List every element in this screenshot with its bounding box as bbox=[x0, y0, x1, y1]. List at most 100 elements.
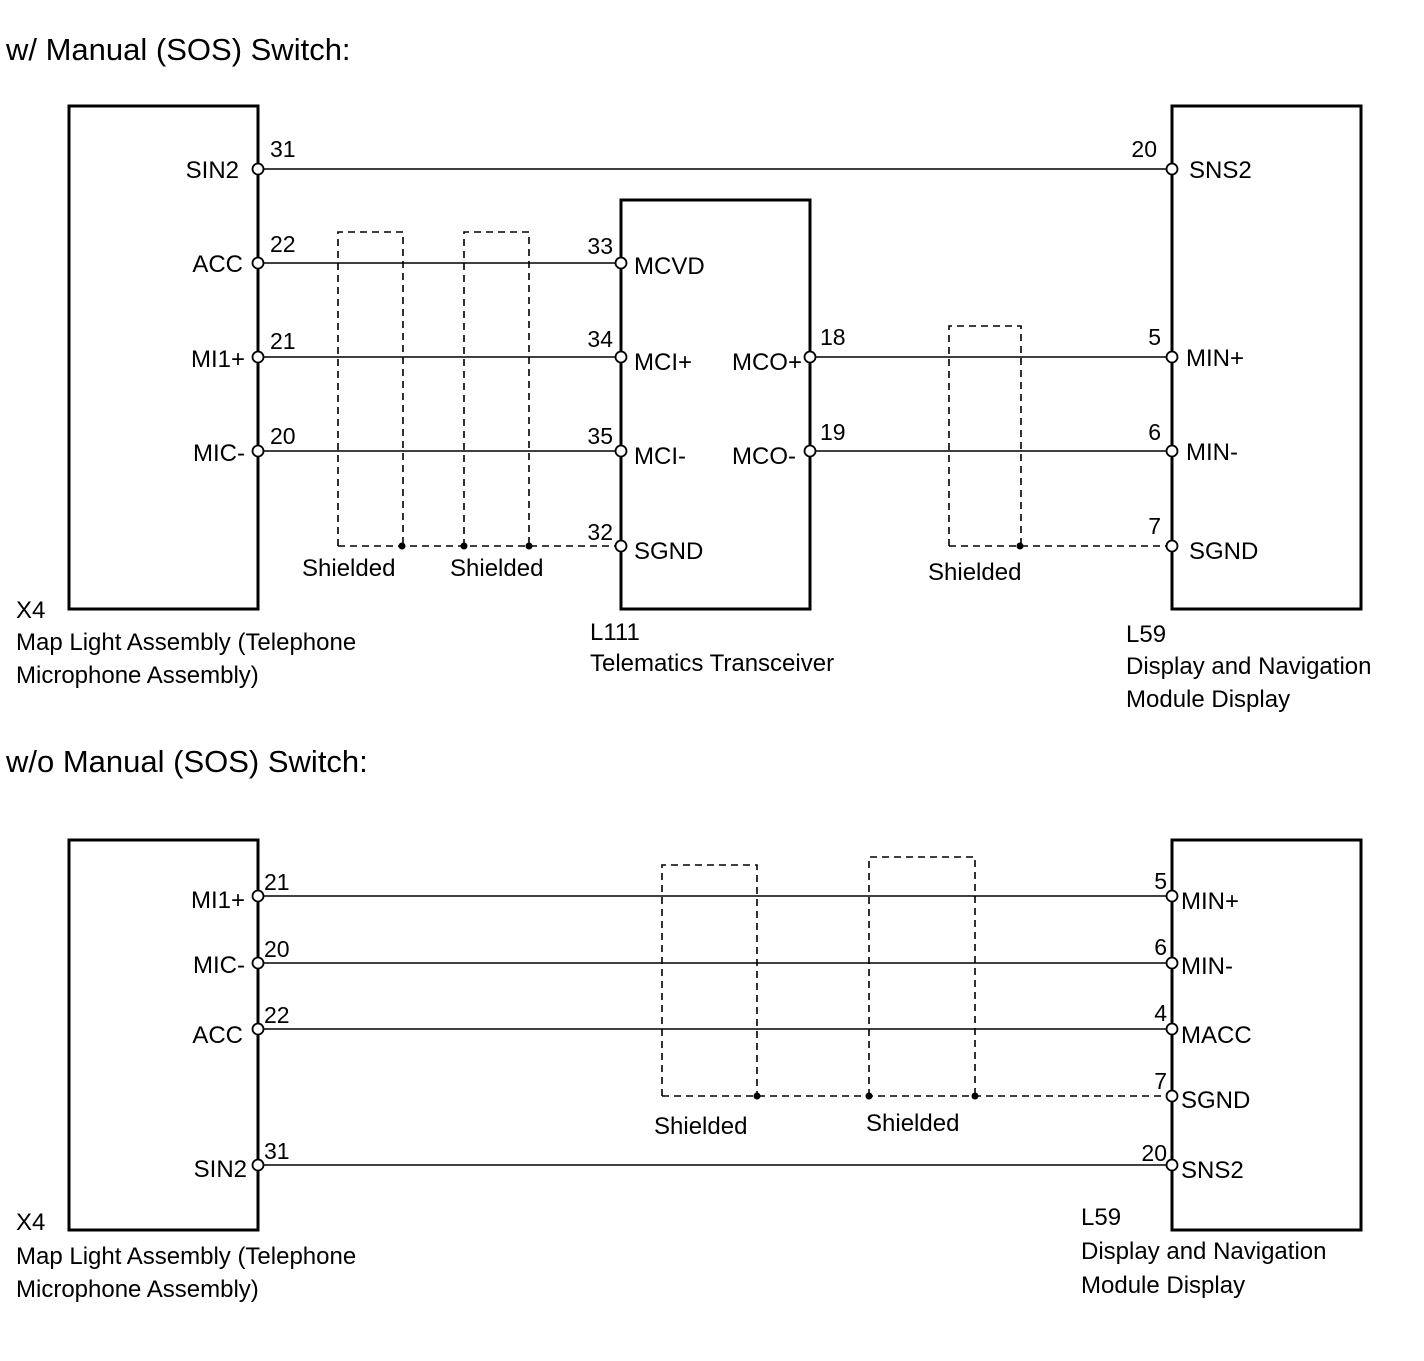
pin-number: 34 bbox=[587, 326, 613, 352]
pin-label: MIC- bbox=[193, 952, 245, 979]
pin-number: 5 bbox=[1154, 868, 1167, 894]
shield-label: Shielded bbox=[928, 559, 1021, 586]
pin-label: MCI- bbox=[634, 443, 686, 470]
splice-dot bbox=[753, 1092, 761, 1100]
pin-label: MIN+ bbox=[1181, 888, 1239, 915]
pin-number: 6 bbox=[1148, 419, 1161, 445]
terminal bbox=[1165, 889, 1179, 903]
pin-number: 6 bbox=[1154, 934, 1167, 960]
pin-label: SGND bbox=[634, 538, 703, 565]
terminal bbox=[1165, 162, 1179, 176]
pin-label: SIN2 bbox=[186, 157, 239, 184]
component-name: Telematics Transceiver bbox=[590, 650, 834, 677]
pin-number: 22 bbox=[270, 231, 296, 257]
pin-number: 21 bbox=[264, 869, 290, 895]
terminal bbox=[251, 444, 265, 458]
shield-outline-1 bbox=[661, 864, 758, 1096]
splice-dot bbox=[460, 542, 468, 550]
terminal bbox=[1165, 1089, 1179, 1103]
pin-number: 32 bbox=[587, 519, 613, 545]
terminal bbox=[251, 889, 265, 903]
pin-number: 22 bbox=[264, 1002, 290, 1028]
shield-outline-1 bbox=[337, 231, 404, 546]
terminal bbox=[803, 444, 817, 458]
terminal bbox=[251, 350, 265, 364]
terminal bbox=[614, 539, 628, 553]
section-with-sos-switch: w/ Manual (SOS) Switch: bbox=[5, 32, 1371, 713]
pin-number: 20 bbox=[270, 423, 296, 449]
pin-number: 33 bbox=[587, 233, 613, 259]
shield-outline-2 bbox=[868, 856, 976, 1096]
component-name: Display and Navigation bbox=[1126, 653, 1371, 680]
shield-label: Shielded bbox=[450, 555, 543, 582]
pin-label: SGND bbox=[1189, 538, 1258, 565]
pin-label: SNS2 bbox=[1181, 1157, 1244, 1184]
pin-label: MIN+ bbox=[1186, 345, 1244, 372]
pin-number: 20 bbox=[264, 936, 290, 962]
terminal bbox=[251, 956, 265, 970]
pin-number: 7 bbox=[1148, 513, 1161, 539]
pin-number: 20 bbox=[1141, 1140, 1167, 1166]
component-name: Microphone Assembly) bbox=[16, 1276, 259, 1303]
component-name: Display and Navigation bbox=[1081, 1238, 1326, 1265]
shield-label: Shielded bbox=[654, 1113, 747, 1140]
pin-label: MIN- bbox=[1186, 439, 1238, 466]
pin-number: 31 bbox=[270, 136, 296, 162]
pin-label: MACC bbox=[1181, 1022, 1252, 1049]
component-name: Module Display bbox=[1081, 1272, 1245, 1299]
component-name: Map Light Assembly (Telephone bbox=[16, 1243, 356, 1270]
pin-number: 18 bbox=[820, 324, 846, 350]
terminal bbox=[614, 444, 628, 458]
terminal bbox=[803, 350, 817, 364]
pin-label: SIN2 bbox=[194, 1156, 247, 1183]
section-without-sos-switch: w/o Manual (SOS) Switch: MI1+ 21 MIC- 20… bbox=[5, 744, 1363, 1303]
pin-label: MCI+ bbox=[634, 349, 692, 376]
component-id: X4 bbox=[16, 597, 45, 624]
terminal bbox=[1165, 1158, 1179, 1172]
pin-number: 5 bbox=[1148, 324, 1161, 350]
pin-label: SGND bbox=[1181, 1087, 1250, 1114]
component-id: L111 bbox=[590, 619, 640, 646]
terminal bbox=[1165, 444, 1179, 458]
pin-label: ACC bbox=[192, 251, 243, 278]
pin-number: 35 bbox=[587, 423, 613, 449]
pin-label: MI1+ bbox=[191, 346, 245, 373]
section-title: w/ Manual (SOS) Switch: bbox=[5, 32, 351, 67]
component-id: X4 bbox=[16, 1209, 45, 1236]
splice-dot bbox=[525, 542, 533, 550]
terminal bbox=[1165, 1022, 1179, 1036]
terminal bbox=[251, 1158, 265, 1172]
shield-label: Shielded bbox=[302, 555, 395, 582]
pin-label: ACC bbox=[192, 1022, 243, 1049]
terminal bbox=[251, 256, 265, 270]
terminal bbox=[1165, 350, 1179, 364]
pin-label: MI1+ bbox=[191, 887, 245, 914]
pin-label: MCVD bbox=[634, 253, 705, 280]
splice-dot bbox=[1016, 542, 1024, 550]
pin-number: 20 bbox=[1131, 136, 1157, 162]
splice-dot bbox=[971, 1092, 979, 1100]
shield-outline-2 bbox=[463, 231, 530, 546]
component-name: Map Light Assembly (Telephone bbox=[16, 629, 356, 656]
component-id: L59 bbox=[1081, 1204, 1121, 1231]
splice-dot bbox=[398, 542, 406, 550]
pin-number: 19 bbox=[820, 419, 846, 445]
component-id: L59 bbox=[1126, 621, 1166, 648]
pin-label: MCO+ bbox=[732, 349, 802, 376]
pin-label: SNS2 bbox=[1189, 157, 1252, 184]
terminal bbox=[1165, 539, 1179, 553]
l111-telematics-transceiver-box bbox=[619, 198, 812, 611]
pin-label: MIC- bbox=[193, 440, 245, 467]
section-title: w/o Manual (SOS) Switch: bbox=[5, 744, 368, 779]
component-name: Module Display bbox=[1126, 686, 1290, 713]
terminal bbox=[614, 350, 628, 364]
pin-label: MIN- bbox=[1181, 953, 1233, 980]
shield-outline-3 bbox=[948, 325, 1022, 546]
shield-label: Shielded bbox=[866, 1110, 959, 1137]
terminal bbox=[251, 1022, 265, 1036]
pin-label: MCO- bbox=[732, 443, 796, 470]
terminal bbox=[1165, 956, 1179, 970]
splice-dot bbox=[865, 1092, 873, 1100]
pin-number: 21 bbox=[270, 328, 296, 354]
